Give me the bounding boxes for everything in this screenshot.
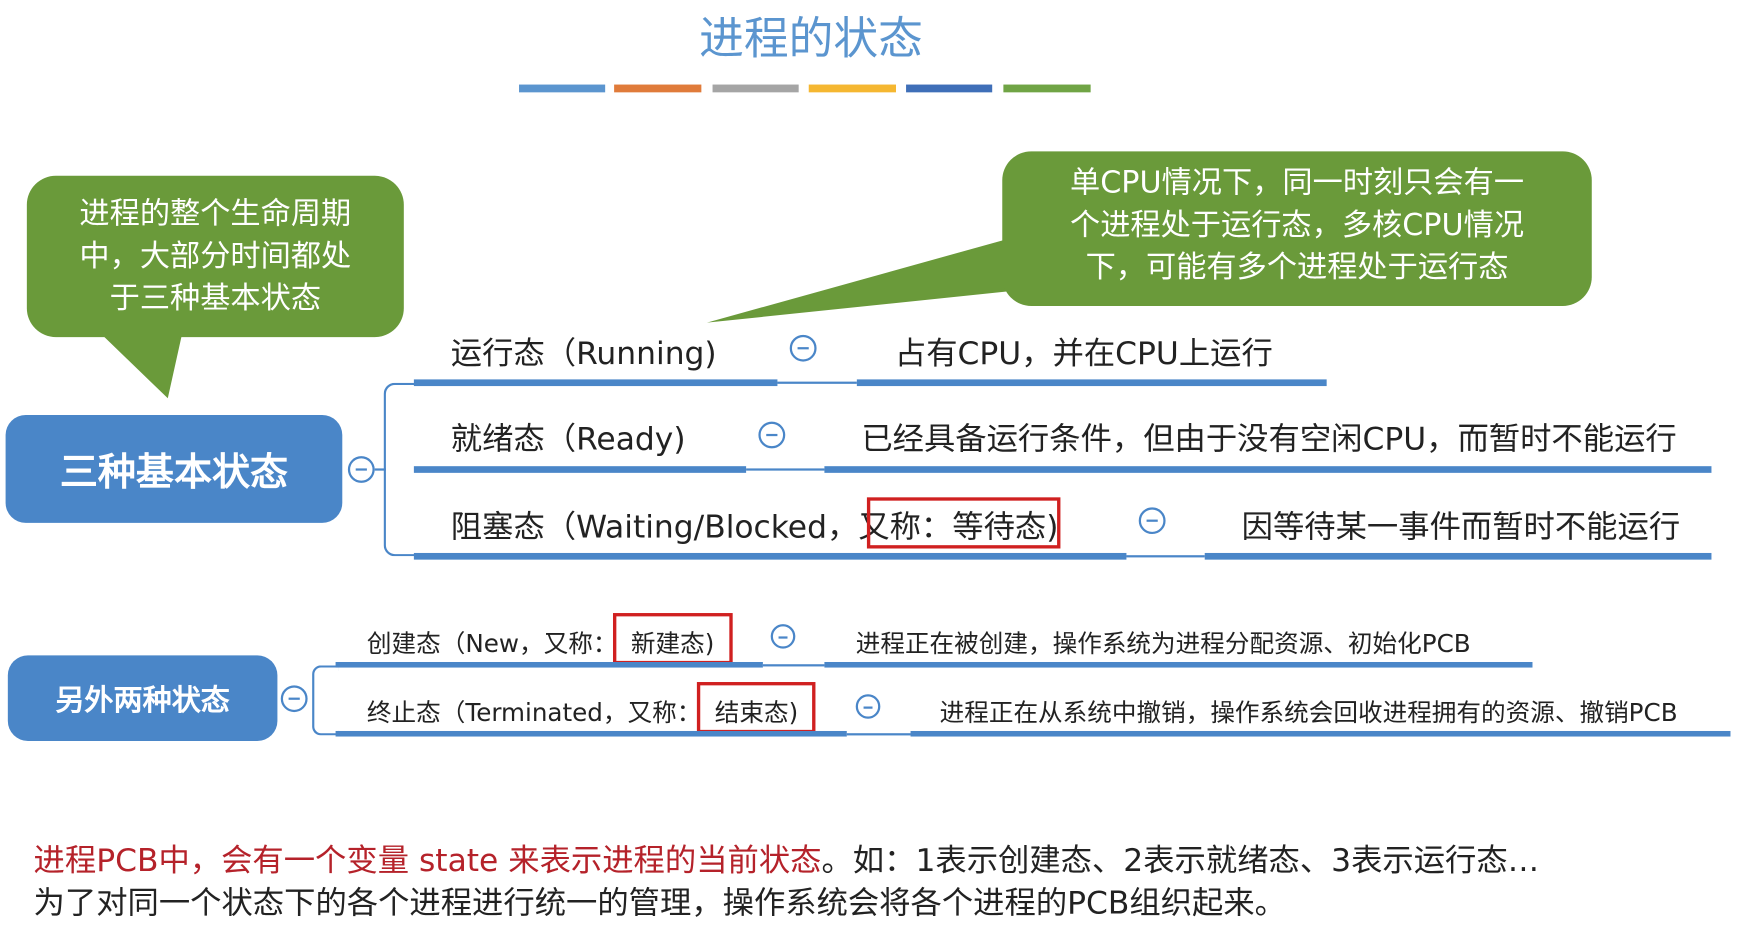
label-close: ) [1046, 508, 1059, 546]
callout-line: 中，大部分时间都处 [79, 239, 352, 274]
accent-bar-gray [712, 84, 799, 93]
state-new-label[interactable]: 创建态（New，又称： 新建态) [367, 624, 714, 660]
state-terminated-label[interactable]: 终止态（Terminated，又称： 结束态) [367, 693, 798, 729]
accent-bar-darkblue [906, 84, 993, 93]
collapse-icon[interactable] [347, 456, 375, 483]
underline [910, 730, 1731, 737]
state-terminated-desc: 进程正在从系统中撤销，操作系统会回收进程拥有的资源、撤销PCB [939, 699, 1678, 728]
connector [762, 664, 825, 667]
state-running-desc: 占有CPU，并在CPU上运行 [894, 334, 1273, 372]
accent-bar-green [1003, 84, 1091, 93]
callout-line: 个进程处于运行态，多核CPU情况 [1069, 208, 1525, 243]
underline [335, 661, 763, 668]
other-states-node[interactable]: 另外两种状态 [7, 655, 278, 741]
callout-left: 进程的整个生命周期 中，大部分时间都处 于三种基本状态 [26, 175, 404, 338]
state-blocked-desc: 因等待某一事件而暂时不能运行 [1241, 508, 1681, 546]
callout-line: 进程的整个生命周期 [79, 196, 352, 232]
state-new-desc: 进程正在被创建，操作系统为进程分配资源、初始化PCB [855, 630, 1471, 659]
state-running-label[interactable]: 运行态（Running) [450, 334, 717, 372]
underline [824, 466, 1712, 473]
label-text: 创建态（New，又称： [366, 630, 618, 659]
connector [746, 468, 825, 471]
accent-bar-blue [519, 84, 606, 93]
accent-bar-yellow [808, 84, 896, 93]
collapse-icon[interactable] [770, 624, 796, 649]
accent-bar-orange [614, 84, 702, 93]
underline [335, 730, 847, 737]
underline [1204, 552, 1712, 560]
collapse-icon[interactable] [789, 334, 817, 362]
callout-line: 于三种基本状态 [109, 281, 322, 316]
collapse-icon[interactable] [1138, 507, 1166, 535]
state-blocked-label[interactable]: 阻塞态（Waiting/Blocked，又称：等待态) [451, 503, 1059, 548]
highlight-box [612, 613, 733, 665]
collapse-icon[interactable] [758, 421, 786, 449]
underline [413, 466, 747, 473]
note-line-1: 进程PCB中，会有一个变量 state 来表示进程的当前状态。如：1表示创建态、… [34, 837, 1539, 882]
underline [413, 552, 1127, 560]
note-line-2: 为了对同一个状态下的各个进程进行统一的管理，操作系统会将各个进程的PCB组织起来… [33, 884, 1287, 922]
alias-text: 新建态) [630, 630, 715, 659]
highlight-box [696, 682, 816, 734]
connector [1126, 555, 1205, 558]
connector [846, 733, 911, 736]
label-text: 终止态（Terminated，又称： [366, 699, 702, 728]
branch-bracket [383, 382, 418, 557]
callout-line: 单CPU情况下，同一时刻只会有一 [1069, 165, 1525, 201]
collapse-icon[interactable] [855, 694, 881, 719]
main-states-node[interactable]: 三种基本状态 [5, 414, 343, 523]
collapse-icon[interactable] [280, 685, 308, 713]
underline [413, 379, 778, 387]
note-text: 。如：1表示创建态、2表示就绪态、3表示运行态… [821, 842, 1540, 879]
state-ready-desc: 已经具备运行条件，但由于没有空闲CPU，而暂时不能运行 [861, 420, 1677, 458]
label-text: 阻塞态（Waiting/Blocked， [450, 508, 859, 546]
branch-bracket [312, 665, 339, 736]
callout-line: 下，可能有多个进程处于运行态 [1085, 250, 1509, 285]
callout-right: 单CPU情况下，同一时刻只会有一 个进程处于运行态，多核CPU情况 下，可能有多… [1002, 151, 1592, 306]
alias-text: 结束态) [714, 699, 799, 728]
slide-title: 进程的状态 [699, 13, 923, 65]
note-highlight: 进程PCB中，会有一个变量 state 来表示进程的当前状态 [33, 842, 822, 879]
connector [777, 381, 857, 384]
underline [824, 661, 1533, 668]
alias-text: 又称：等待态 [858, 508, 1047, 546]
underline [856, 379, 1327, 387]
highlight-box [866, 497, 1061, 549]
branch-connector [374, 468, 386, 471]
state-ready-label[interactable]: 就绪态（Ready) [450, 420, 686, 458]
